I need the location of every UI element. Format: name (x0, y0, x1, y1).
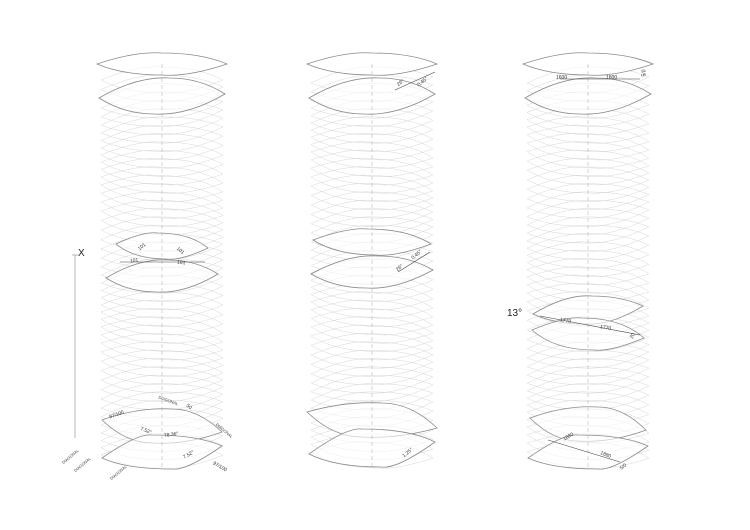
dimension-line (547, 439, 621, 463)
floor-layer-outline (310, 174, 434, 202)
dim-label: 1600 (606, 75, 618, 81)
floor-layer-outline (100, 349, 224, 377)
floor-layer-outline (100, 199, 224, 227)
floor-layer-outline (526, 266, 650, 294)
floor-layer-outline (100, 366, 224, 394)
floor-layer-outline (310, 149, 434, 177)
dim-label: 101 (129, 257, 139, 265)
floor-layer-outline (100, 324, 224, 352)
floor-layer-outline (526, 358, 650, 386)
floor-layer-outline (526, 133, 650, 161)
floor-layer-outline (526, 124, 650, 152)
floor-layer-outline (100, 158, 224, 186)
dim-label: 5/0 (641, 69, 648, 77)
dimension-line (539, 315, 641, 336)
floor-layer-outline (310, 133, 434, 161)
floor-layer-outline (100, 149, 224, 177)
floor-layer-outline (526, 208, 650, 236)
floor-layer-outline (100, 141, 224, 169)
floor-layer-outline (100, 383, 224, 411)
floor-layer-outline (310, 358, 434, 386)
floor-layer-outline (100, 308, 224, 336)
axis-label: X (78, 248, 85, 259)
floor-layer-outline (100, 183, 224, 211)
floor-layer-outline (526, 258, 650, 286)
floor-layer-outline (526, 374, 650, 402)
floor-layer-outline (526, 224, 650, 252)
floor-layer-outline (526, 216, 650, 244)
floor-layer-outline (100, 374, 224, 402)
floor-layer-outline (310, 333, 434, 361)
floor-layer-outline (310, 316, 434, 344)
floor-layer-outline (526, 191, 650, 219)
floor-layer-outline (526, 349, 650, 377)
dimension-line (394, 71, 436, 91)
floor-layer-outline (310, 374, 434, 402)
floor-plate-outline (310, 255, 434, 289)
dim-label: 101 (176, 259, 186, 267)
floor-layer-outline (100, 299, 224, 327)
floor-layer-outline (100, 208, 224, 236)
angle-label: 13° (507, 308, 523, 319)
floor-layer-outline (310, 299, 434, 327)
floor-layer-outline (100, 166, 224, 194)
floor-layer-outline (526, 149, 650, 177)
floor-layer-outline (100, 291, 224, 319)
floor-layer-outline (310, 308, 434, 336)
floor-layer-outline (310, 166, 434, 194)
dimension-line (397, 251, 431, 273)
floor-layer-outline (100, 316, 224, 344)
floor-layer-outline (310, 199, 434, 227)
floor-layer-outline (526, 158, 650, 186)
floor-layer-outline (310, 183, 434, 211)
floor-layer-outline (100, 358, 224, 386)
floor-layer-outline (310, 349, 434, 377)
floor-layer-outline (100, 116, 224, 144)
floor-layer-outline (310, 366, 434, 394)
floor-layer-outline (526, 366, 650, 394)
floor-layer-outline (526, 199, 650, 227)
floor-layer-outline (310, 124, 434, 152)
floor-layer-outline (310, 291, 434, 319)
floor-layer-outline (310, 116, 434, 144)
floor-layer-outline (526, 116, 650, 144)
floor-layer-outline (526, 166, 650, 194)
floor-plate-outline (308, 428, 436, 468)
dim-label: 1600 (556, 75, 568, 81)
floor-layer-outline (526, 141, 650, 169)
floor-layer-outline (100, 333, 224, 361)
floor-layer-outline (310, 141, 434, 169)
floor-layer-outline (310, 341, 434, 369)
floor-layer-outline (100, 341, 224, 369)
floor-layer-outline (310, 324, 434, 352)
floor-layer-outline (100, 174, 224, 202)
floor-layer-outline (100, 191, 224, 219)
floor-layer-outline (526, 249, 650, 277)
floor-layer-outline (526, 183, 650, 211)
floor-layer-outline (310, 191, 434, 219)
floor-layer-outline (310, 158, 434, 186)
floor-layer-outline (526, 174, 650, 202)
guide-lines (72, 64, 641, 468)
